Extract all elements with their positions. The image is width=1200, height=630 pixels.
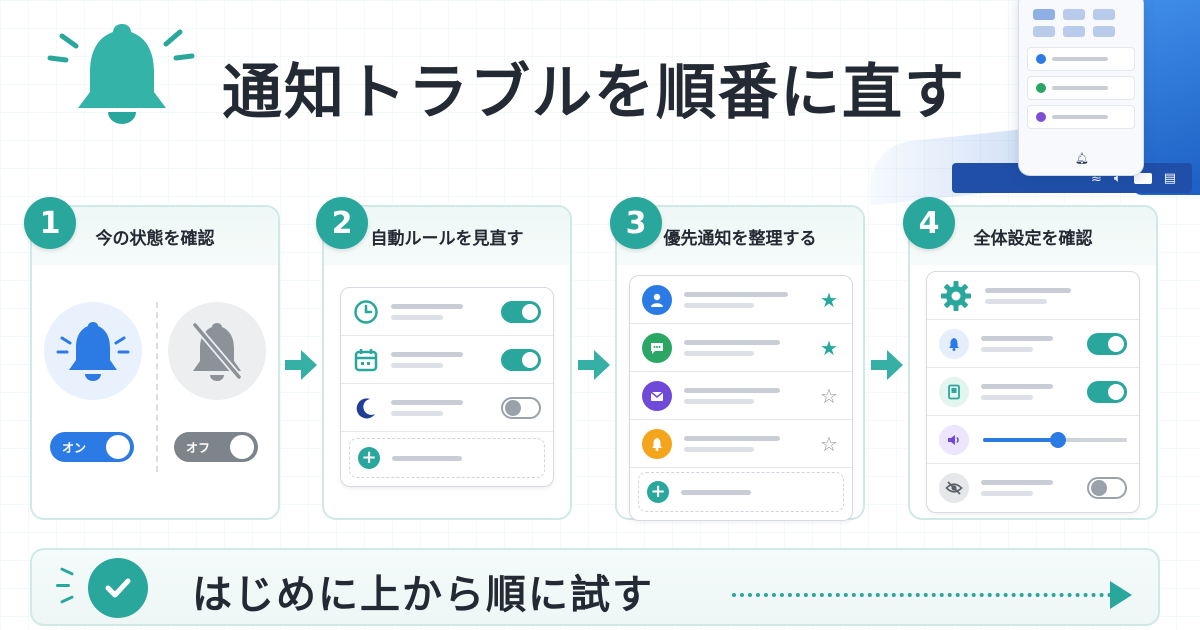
calendar-icon xyxy=(354,348,378,371)
volume-setting-row[interactable] xyxy=(927,416,1139,464)
dotted-line xyxy=(732,593,1112,597)
screen-toggle[interactable] xyxy=(1087,380,1127,403)
on-label: オン xyxy=(62,440,87,455)
step-number-4: 4 xyxy=(903,197,955,249)
arrow-head-icon xyxy=(1110,581,1132,609)
rule-row[interactable] xyxy=(341,384,553,432)
arrow-right-icon xyxy=(285,350,317,380)
notification-panel-illustration: 🔔︎ xyxy=(1018,0,1144,176)
step-number-2: 2 xyxy=(316,197,368,249)
clock-icon xyxy=(354,299,378,324)
notifications-toggle[interactable] xyxy=(1087,332,1127,355)
notification-row xyxy=(1027,47,1135,71)
star-outline-icon[interactable]: ☆ xyxy=(820,431,838,456)
quick-settings-grid xyxy=(1033,9,1135,37)
page-title: 通知トラブルを順番に直す xyxy=(222,58,966,128)
rule-toggle[interactable] xyxy=(501,396,541,419)
off-toggle[interactable]: オフ xyxy=(174,432,258,462)
volume-slider-thumb[interactable] xyxy=(1049,431,1066,448)
rule-row[interactable] xyxy=(341,336,553,384)
eye-off-icon xyxy=(939,473,969,503)
person-icon xyxy=(642,284,672,315)
notifications-setting-row[interactable] xyxy=(927,320,1139,368)
notification-row xyxy=(1027,105,1135,129)
off-label: オフ xyxy=(186,440,211,455)
chat-icon xyxy=(1036,83,1046,93)
step-card-4: 全体設定を確認 xyxy=(908,205,1158,520)
add-rule-button[interactable]: + xyxy=(349,438,545,478)
moon-icon xyxy=(356,397,375,418)
step-number-1: 1 xyxy=(24,197,76,249)
automation-rules-card: + xyxy=(340,287,554,487)
priority-list-card: ★ ★ ☆ ☆ + xyxy=(629,275,853,521)
divider xyxy=(156,302,158,472)
chat-bubble-icon: ▤ xyxy=(1163,170,1176,186)
star-filled-icon[interactable]: ★ xyxy=(820,287,838,312)
battery-icon xyxy=(1133,172,1152,184)
settings-header-row xyxy=(927,272,1139,320)
arrow-right-icon xyxy=(578,350,610,380)
device-illustration: ≋ 🔈︎ ▤ 🔔︎ xyxy=(860,0,1200,206)
star-filled-icon[interactable]: ★ xyxy=(820,335,838,360)
priority-row[interactable]: ★ xyxy=(630,276,852,324)
wifi-icon: ≋ xyxy=(1090,170,1102,186)
priority-row[interactable]: ★ xyxy=(630,324,852,372)
step-card-2: 自動ルールを見直す xyxy=(322,205,572,520)
bell-off-indicator xyxy=(168,302,266,400)
hide-content-toggle[interactable] xyxy=(1087,477,1127,499)
check-icon xyxy=(88,558,148,618)
mail-icon xyxy=(1036,112,1046,122)
speaker-icon: 🔈︎ xyxy=(1113,170,1122,186)
on-toggle[interactable]: オン xyxy=(50,432,134,462)
priority-row[interactable]: ☆ xyxy=(630,420,852,468)
person-icon xyxy=(1036,54,1046,64)
plus-icon: + xyxy=(358,447,380,469)
priority-row[interactable]: ☆ xyxy=(630,372,852,420)
arrow-right-icon xyxy=(871,350,903,380)
step-card-3: 優先通知を整理する ★ ★ ☆ ☆ xyxy=(615,205,865,521)
rule-row[interactable] xyxy=(341,288,553,336)
footer-text: はじめに上から順に試す xyxy=(192,572,654,618)
volume-slider[interactable] xyxy=(983,431,1127,448)
bell-icon xyxy=(642,428,672,459)
step-number-3: 3 xyxy=(610,197,662,249)
footer-banner: はじめに上から順に試す xyxy=(30,548,1160,626)
gear-icon xyxy=(941,280,971,311)
volume-slider-fill xyxy=(983,437,1058,442)
rule-toggle[interactable] xyxy=(501,300,541,323)
step-card-1: 今の状態を確認 オン オフ xyxy=(30,205,280,520)
bell-on-indicator xyxy=(44,302,142,400)
mail-icon xyxy=(642,380,672,411)
bell-ringing-icon xyxy=(56,322,130,381)
plus-icon: + xyxy=(647,481,669,503)
step-title-4: 全体設定を確認 xyxy=(910,207,1156,265)
system-settings-card xyxy=(926,271,1140,513)
screen-setting-row[interactable] xyxy=(927,368,1139,416)
star-outline-icon[interactable]: ☆ xyxy=(820,383,838,408)
add-priority-button[interactable]: + xyxy=(638,472,844,512)
toggle-knob xyxy=(106,435,130,459)
hide-content-setting-row[interactable] xyxy=(927,464,1139,512)
rule-toggle[interactable] xyxy=(501,348,541,371)
toggle-knob xyxy=(230,435,254,459)
bell-off-icon xyxy=(192,322,242,381)
volume-icon xyxy=(939,424,969,455)
bell-icon: 🔔︎ xyxy=(1075,152,1089,165)
tablet-icon xyxy=(939,376,969,407)
chat-icon xyxy=(642,332,672,363)
bell-icon xyxy=(47,24,195,124)
notification-row xyxy=(1027,76,1135,100)
sparkle-lines xyxy=(56,564,86,608)
bell-icon xyxy=(939,328,969,359)
taskbar: ≋ 🔈︎ ▤ xyxy=(952,163,1192,193)
